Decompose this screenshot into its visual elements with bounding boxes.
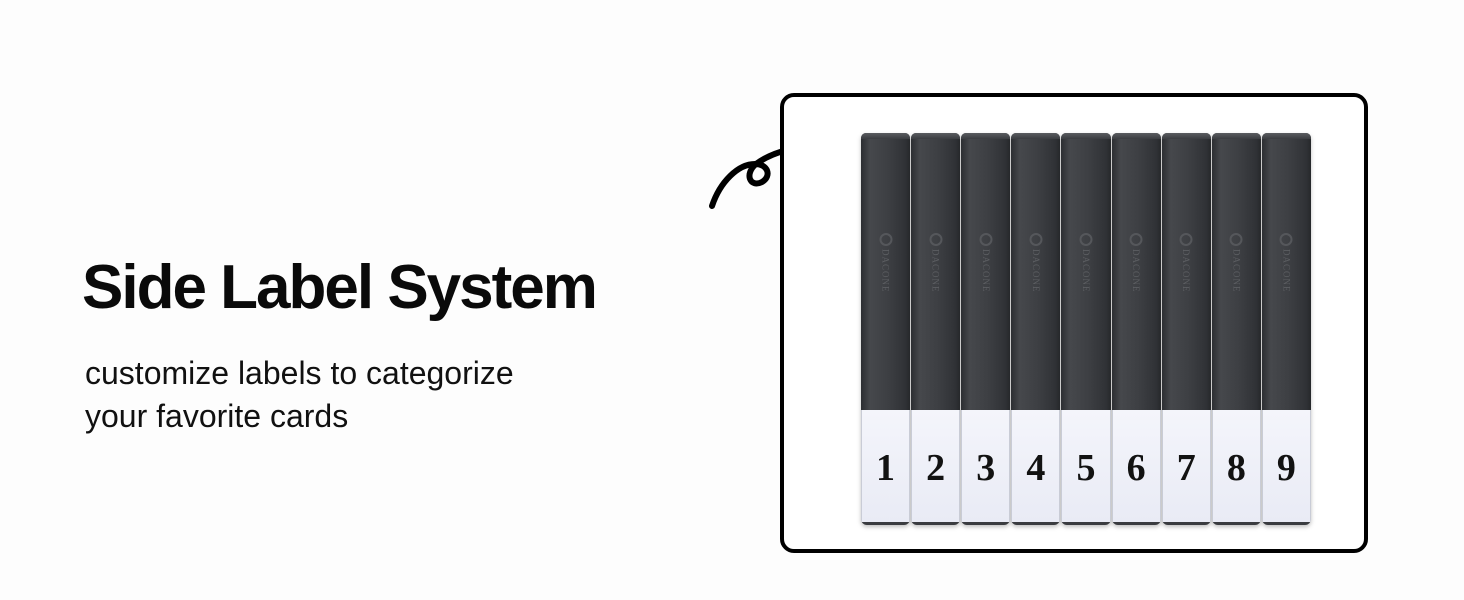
brand-mark: DACONE	[1229, 233, 1243, 293]
brand-circle-icon	[879, 233, 893, 246]
subtitle-line-2: your favorite cards	[85, 398, 349, 434]
brand-text: DACONE	[1181, 249, 1192, 293]
brand-text: DACONE	[930, 249, 941, 293]
brand-circle-icon	[979, 233, 993, 246]
brand-mark: DACONE	[929, 233, 943, 293]
card-divider: DACONE 9	[1261, 133, 1311, 525]
side-label: 5	[1061, 410, 1111, 525]
divider-body: DACONE	[1261, 133, 1311, 410]
side-label-number: 1	[876, 447, 896, 489]
brand-text: DACONE	[880, 249, 891, 293]
brand-circle-icon	[1029, 233, 1043, 246]
side-label-number: 7	[1176, 447, 1196, 489]
card-divider: DACONE 7	[1161, 133, 1211, 525]
headline: Side Label System	[82, 253, 598, 322]
subtitle: customize labels to categorize your favo…	[85, 352, 605, 438]
side-label-number: 8	[1226, 447, 1246, 489]
side-label-number: 3	[976, 447, 996, 489]
side-label: 1	[861, 410, 911, 525]
brand-text: DACONE	[1030, 249, 1041, 293]
brand-circle-icon	[929, 233, 943, 246]
brand-text: DACONE	[1080, 249, 1091, 293]
card-divider: DACONE 2	[911, 133, 961, 525]
divider-body: DACONE	[1061, 133, 1111, 410]
subtitle-line-1: customize labels to categorize	[85, 355, 514, 391]
side-label: 9	[1261, 410, 1311, 525]
brand-circle-icon	[1279, 233, 1293, 246]
card-divider: DACONE 6	[1111, 133, 1161, 525]
side-label-number: 2	[926, 447, 946, 489]
brand-mark: DACONE	[879, 233, 893, 293]
brand-mark: DACONE	[1279, 233, 1293, 293]
side-label: 3	[961, 410, 1011, 525]
card-divider: DACONE 5	[1061, 133, 1111, 525]
brand-mark: DACONE	[1179, 233, 1193, 293]
card-divider: DACONE 8	[1211, 133, 1261, 525]
card-divider: DACONE 1	[861, 133, 911, 525]
side-label-number: 4	[1026, 447, 1046, 489]
side-label-number: 6	[1126, 447, 1146, 489]
side-label-number: 5	[1076, 447, 1096, 489]
divider-set: DACONE 1 DACONE 2 DACONE 3	[861, 133, 1311, 525]
divider-body: DACONE	[1211, 133, 1261, 410]
card-divider: DACONE 4	[1011, 133, 1061, 525]
divider-body: DACONE	[911, 133, 961, 410]
side-label: 4	[1011, 410, 1061, 525]
brand-circle-icon	[1229, 233, 1243, 246]
side-label: 8	[1211, 410, 1261, 525]
brand-mark: DACONE	[1129, 233, 1143, 293]
brand-text: DACONE	[980, 249, 991, 293]
side-label: 7	[1161, 410, 1211, 525]
brand-circle-icon	[1129, 233, 1143, 246]
brand-mark: DACONE	[1079, 233, 1093, 293]
brand-text: DACONE	[1281, 249, 1292, 293]
divider-body: DACONE	[1011, 133, 1061, 410]
side-label: 2	[911, 410, 961, 525]
brand-circle-icon	[1179, 233, 1193, 246]
divider-body: DACONE	[1111, 133, 1161, 410]
brand-mark: DACONE	[979, 233, 993, 293]
divider-body: DACONE	[961, 133, 1011, 410]
brand-mark: DACONE	[1029, 233, 1043, 293]
card-divider: DACONE 3	[961, 133, 1011, 525]
brand-circle-icon	[1079, 233, 1093, 246]
side-label-number: 9	[1276, 447, 1296, 489]
brand-text: DACONE	[1131, 249, 1142, 293]
brand-text: DACONE	[1231, 249, 1242, 293]
divider-body: DACONE	[1161, 133, 1211, 410]
divider-body: DACONE	[861, 133, 911, 410]
side-label: 6	[1111, 410, 1161, 525]
